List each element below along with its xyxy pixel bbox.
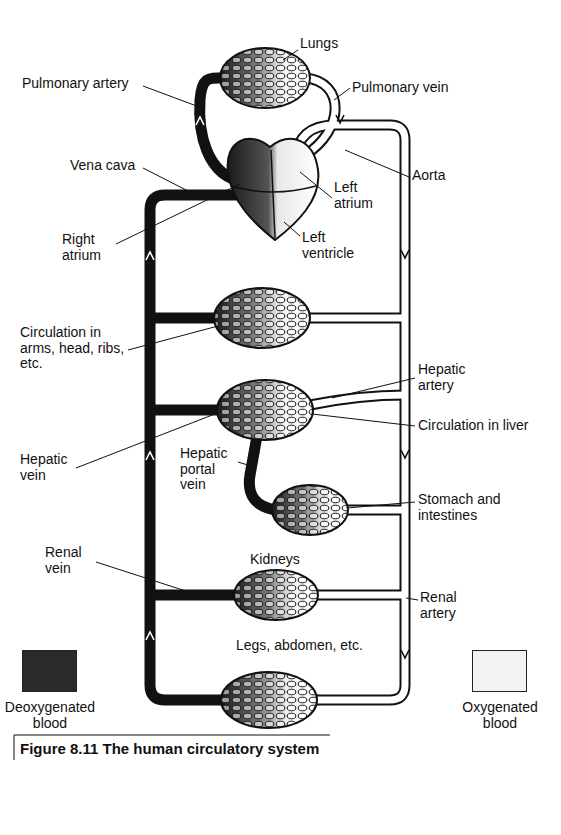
part-label: Legs, abdomen, etc. <box>236 638 396 654</box>
flow-arrow <box>401 650 409 658</box>
leader-line <box>14 735 15 760</box>
heart <box>228 139 319 240</box>
leader-line <box>312 414 415 426</box>
heart-body <box>228 139 319 240</box>
heart-valve-line <box>231 186 316 192</box>
part-label: Hepatic vein <box>20 452 80 483</box>
kidney-capillaries <box>234 570 318 620</box>
flow-arrow <box>336 115 344 123</box>
part-label: Vena cava <box>70 158 160 174</box>
part-label: Pulmonary artery <box>22 76 152 92</box>
leg-capillaries <box>221 672 317 728</box>
part-label: Left ventricle <box>302 230 372 261</box>
flow-arrow <box>401 450 409 458</box>
legend-swatch <box>22 650 77 692</box>
capillary-net <box>220 48 310 108</box>
arm-artery-outline <box>308 313 405 324</box>
leader-line <box>143 86 202 108</box>
leader-line <box>406 598 418 600</box>
capillary-bed <box>221 672 317 728</box>
renal-artery-vessel <box>315 592 405 599</box>
flow-arrow <box>146 632 154 640</box>
leader-line <box>284 222 300 236</box>
capillary-net <box>214 288 310 348</box>
flow-arrow <box>401 250 409 258</box>
capillary-bed <box>272 485 348 535</box>
renal-vein-vessel <box>150 590 237 601</box>
leader-line <box>143 168 190 192</box>
leader-line <box>116 184 240 244</box>
hepatic-artery-outline <box>310 395 405 405</box>
leader-line <box>332 378 415 398</box>
gut-capillaries <box>272 485 348 535</box>
legend-text: Oxygenated blood <box>450 700 550 731</box>
gut-artery-outline <box>346 505 405 516</box>
capillary-net <box>221 672 317 728</box>
legend-swatch <box>472 650 527 692</box>
capillary-net <box>234 570 318 620</box>
arm-artery-vessel <box>308 315 405 322</box>
heart-septum <box>271 150 275 238</box>
part-label: Renal vein <box>45 545 95 576</box>
capillary-bed <box>220 48 310 108</box>
part-label: Left atrium <box>334 180 384 211</box>
part-label: Kidneys <box>250 552 320 568</box>
capillary-bed <box>217 380 313 440</box>
part-label: Lungs <box>300 36 360 52</box>
liver-capillaries <box>217 380 313 440</box>
legend-text: Deoxygenated blood <box>0 700 100 731</box>
part-label: Stomach and intestines <box>418 492 538 523</box>
capillary-bed <box>214 288 310 348</box>
flow-arrow <box>146 252 154 260</box>
leader-line <box>238 462 251 466</box>
figure-caption: Figure 8.11 The human circulatory system <box>20 740 420 757</box>
leader-line <box>96 562 192 593</box>
part-label: Circulation in liver <box>418 418 558 434</box>
arm-capillaries <box>214 288 310 348</box>
pulmonary-vein-vessel <box>305 78 335 155</box>
caption-rule <box>14 735 330 736</box>
leader-line <box>334 88 350 100</box>
capillary-net <box>272 485 348 535</box>
part-label: Pulmonary vein <box>352 80 472 96</box>
flow-arrow <box>146 452 154 460</box>
capillary-bed <box>234 570 318 620</box>
capillary-net <box>217 380 313 440</box>
lung-capillaries <box>220 48 310 108</box>
leader-line <box>300 172 332 198</box>
part-label: Hepatic portal vein <box>180 446 240 493</box>
part-label: Renal artery <box>420 590 480 621</box>
renal-artery-outline <box>315 590 405 601</box>
arm-vein-vessel <box>150 313 218 324</box>
leader-line <box>283 50 298 60</box>
pulmonary-vein-outline <box>305 78 335 155</box>
part-label: Hepatic artery <box>418 362 488 393</box>
hepatic-vein-vessel <box>150 405 222 416</box>
part-label: Circulation in arms, head, ribs, etc. <box>20 325 132 372</box>
flow-arrow <box>196 117 204 125</box>
leader-line <box>347 502 415 508</box>
hepatic-artery-vessel <box>310 395 405 405</box>
hepatic-portal-vessel <box>249 436 276 510</box>
part-label: Aorta <box>412 168 472 184</box>
leader-line <box>128 326 218 350</box>
leader-line <box>345 150 409 177</box>
part-label: Right atrium <box>62 232 117 263</box>
